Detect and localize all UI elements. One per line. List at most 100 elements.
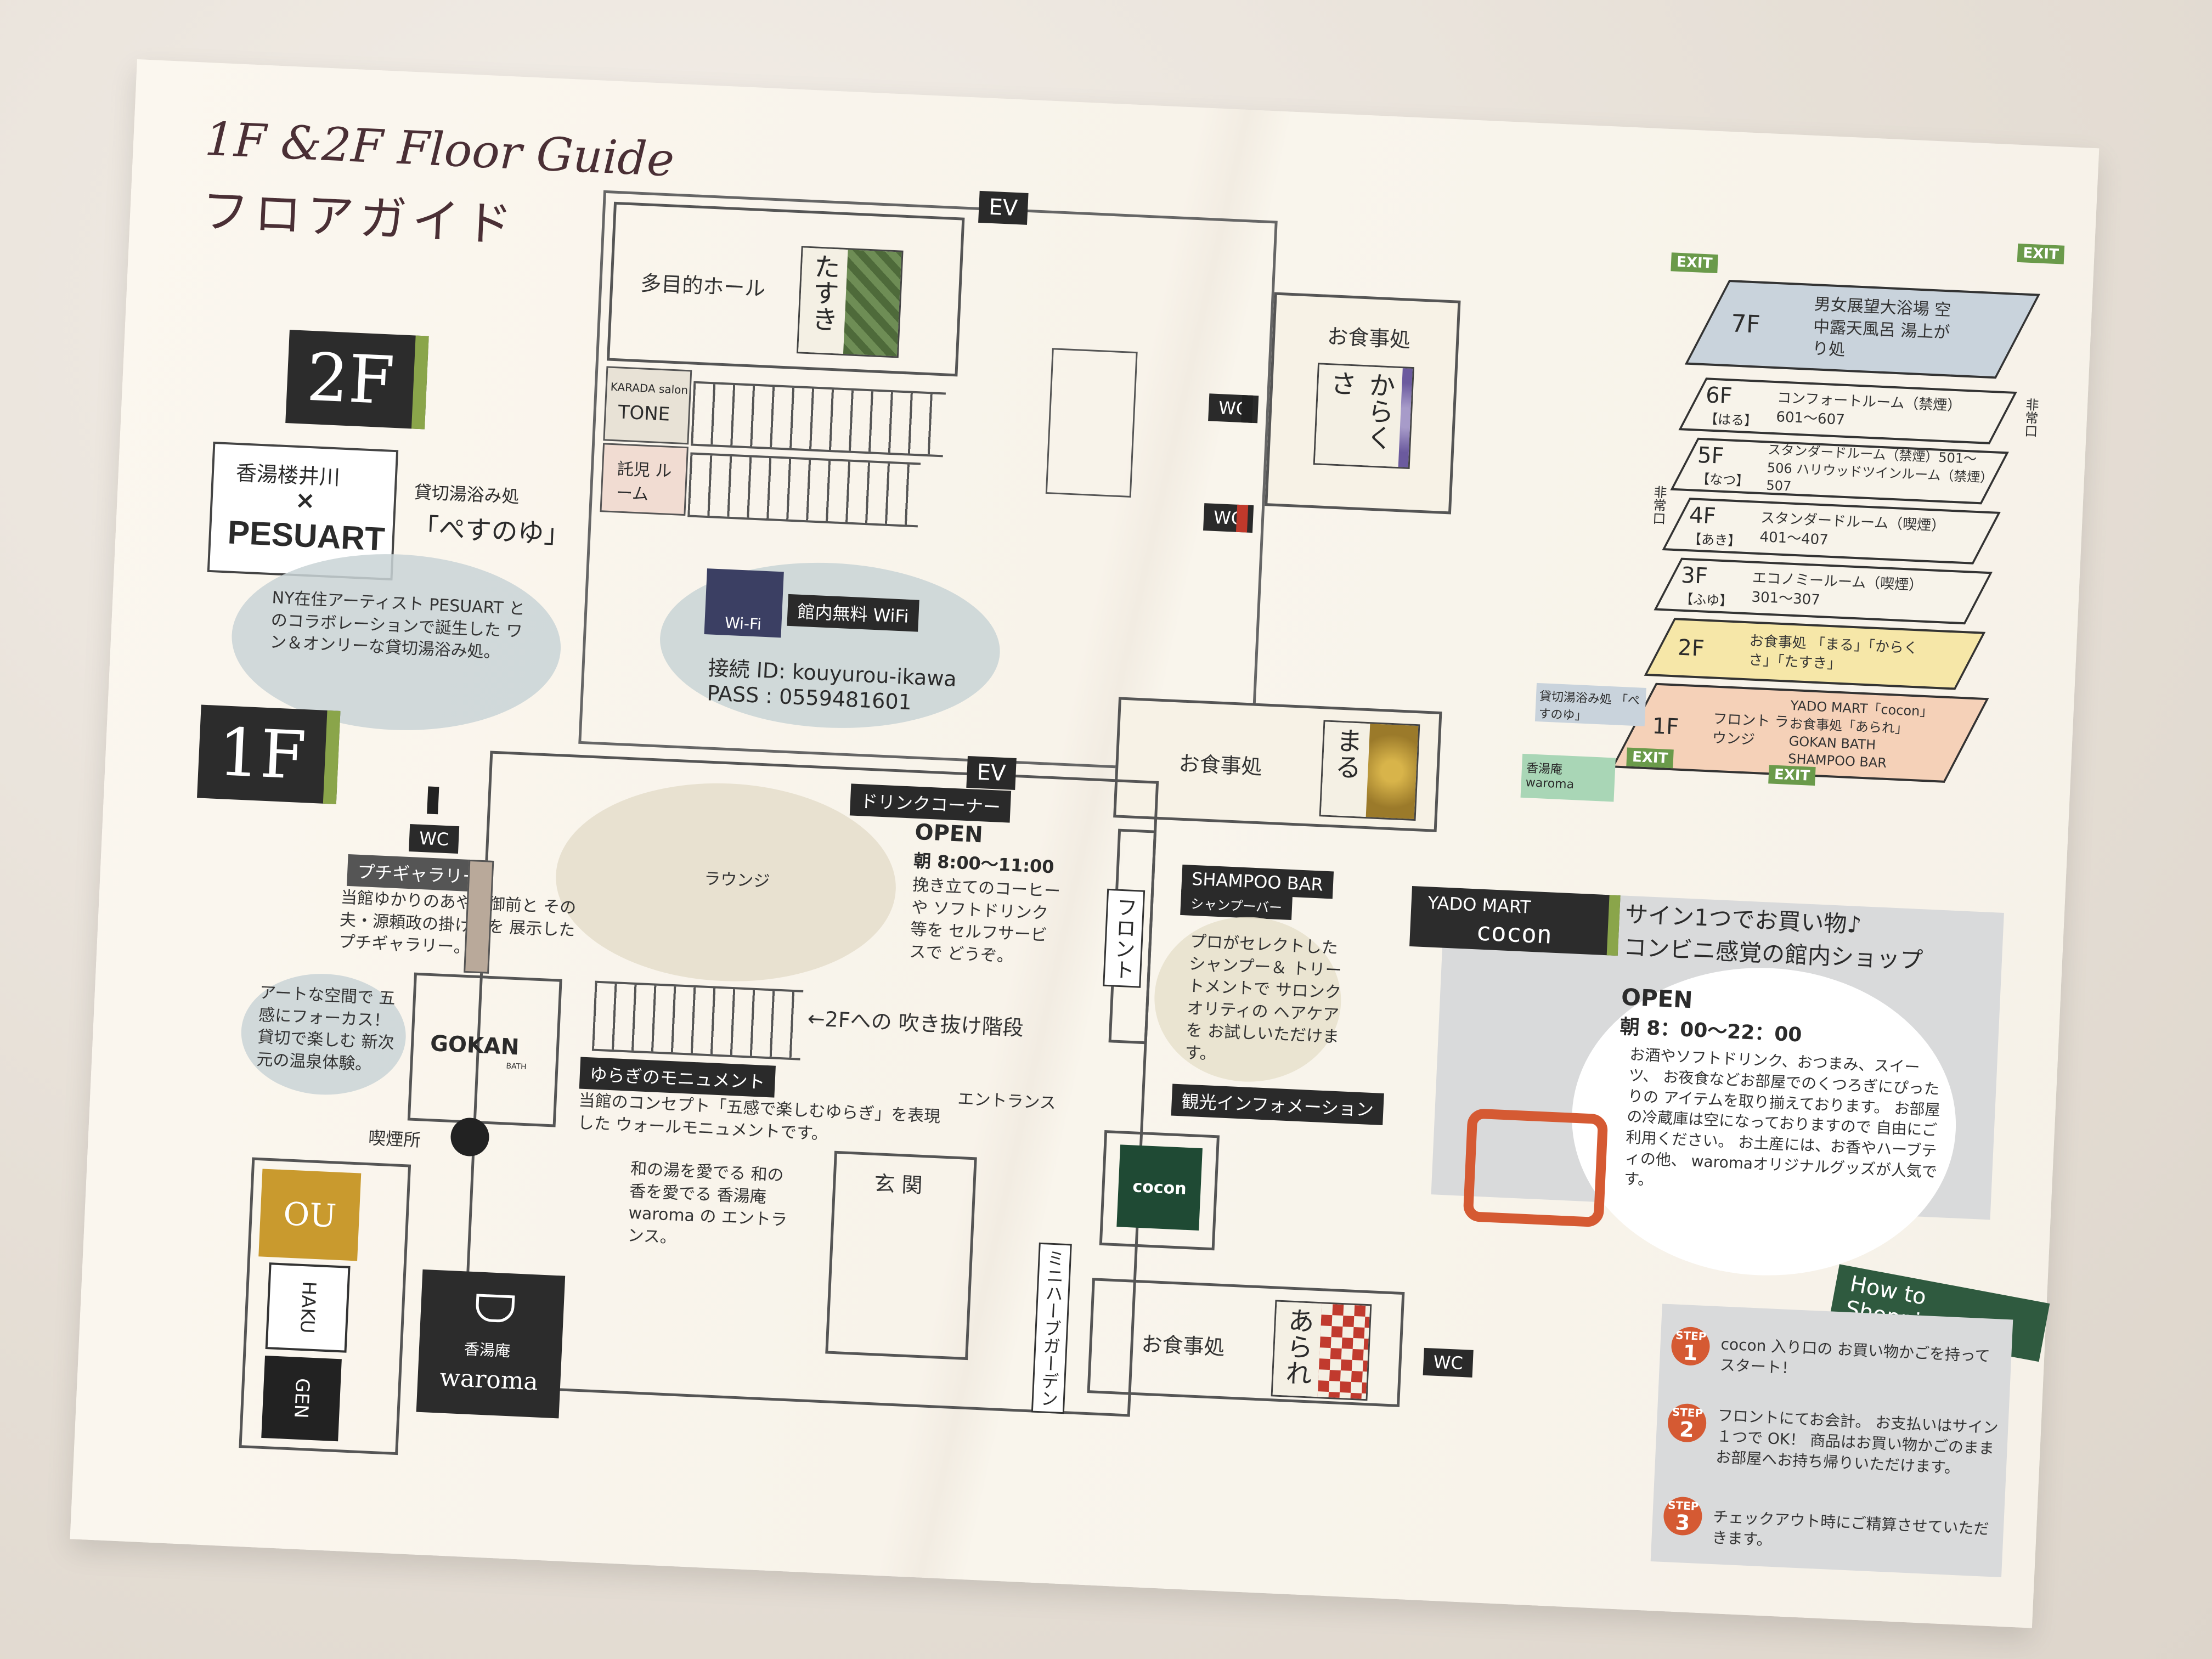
layer-7f-desc: 男女展望大浴場 空中露天風呂 湯上がり処 (1812, 295, 1951, 360)
pesunoyu-small: 貸切湯浴み処 (413, 481, 520, 507)
restroom-icon (427, 786, 439, 815)
waroma-sign: 香湯庵 waroma (416, 1269, 566, 1419)
mart-description: お酒やソフトドリンク、おつまみ、スイーツ、 お夜食などお部屋でのくつろぎにぴった… (1623, 1045, 1941, 1189)
mart-brand-name: cocon (1475, 916, 1553, 950)
emergency-exit-right: 非常口 (2022, 397, 2039, 438)
basket-icon (1463, 1108, 1609, 1228)
dining-mid-label: お食事処 (1178, 751, 1263, 780)
layer-2f: 2F お食事処 「まる」「からくさ」「たすき」 (1644, 618, 1986, 690)
layer-2f-desc: お食事処 「まる」「からくさ」「たすき」 (1748, 633, 1918, 673)
exit-tag-bottom: EXIT (1768, 765, 1816, 786)
layer-6f: 6F【はる】 コンフォートルーム（禁煙） 601〜607 (1678, 377, 2017, 444)
layer-4f-label: 4F (1689, 502, 1717, 529)
layer-6f-sub: 【はる】 (1704, 410, 1758, 429)
layer-5f-label: 5F (1697, 442, 1725, 469)
gokan-small: BATH (506, 1062, 527, 1072)
wifi-title: 館内無料 WiFi (787, 594, 919, 632)
exit-tag-bottom-left: EXIT (1626, 747, 1674, 769)
gokan-logo: GOKAN (430, 1031, 520, 1060)
shampoo-description: プロがセレクトした シャンプー＆ トリートメントで サロンクオリティの ヘアケア… (1184, 932, 1342, 1064)
genkan-room: 玄 関 (825, 1150, 977, 1361)
entrance-label: エントランス (957, 1089, 1057, 1113)
pesunoyu-heading: 「ぺすのゆ」 (411, 512, 571, 550)
dining-maru: お食事処 まる (1113, 697, 1442, 832)
ev-1f: EV (966, 755, 1017, 790)
collab-description: NY在住アーティスト PESUART とのコラボレーションで誕生した ワン＆オン… (269, 588, 526, 663)
step-1-num: 1 (1682, 1340, 1699, 1365)
mart-open: OPEN (1621, 983, 1694, 1014)
arare-sign: あられ (1271, 1300, 1372, 1401)
karakusa-sign: からくさ (1313, 363, 1414, 469)
nursery-label: 託児 ルーム (616, 459, 673, 505)
gokan-bath-room: GOKAN BATH (407, 972, 562, 1127)
tasuki-sign: たすき (796, 246, 904, 358)
floor-guide-paper: 1F &2F Floor Guide フロアガイド 2F 香湯楼井川 × PES… (70, 59, 2100, 1628)
tasuki-pattern (843, 250, 902, 357)
step-2-text: フロントにてお会計。 お支払いはサイン１つで OK！ 商品はお買い物かごのまま … (1715, 1406, 1999, 1477)
nursery-room: 託児 ルーム (600, 443, 689, 516)
ev-2f: EV (978, 190, 1029, 225)
dining-karakusa: お食事処 からくさ (1265, 292, 1461, 515)
cocon-logo: cocon (1116, 1144, 1203, 1231)
layer-3f-sub: 【ふゆ】 (1679, 591, 1733, 609)
haku-sign: HAKU (265, 1262, 351, 1353)
layer-7f-label: 7F (1730, 309, 1761, 339)
exit-tag-left: EXIT (1671, 252, 1719, 274)
staircase-2f-top (691, 381, 946, 458)
layer-1f-desc: YADO MART「cocon」 お食事処「あられ」 GOKAN BATH SH… (1787, 698, 1933, 771)
pesunoyu-layer: 貸切湯浴み処 「ぺすのゆ」 (1534, 682, 1646, 726)
layer-6f-label: 6F (1705, 382, 1733, 409)
layer-5f-desc: スタンダードルーム（禁煙）501〜506 ハリウッドツインルーム（禁煙）507 (1765, 442, 1987, 494)
lounge-label: ラウンジ (703, 869, 770, 891)
cross-mark: × (294, 486, 316, 515)
layer-4f: 4F【あき】 スタンダードルーム（喫煙） 401〜407 (1662, 498, 2001, 565)
waroma-text: waroma (439, 1363, 539, 1396)
arare-label: あられ (1272, 1301, 1322, 1397)
gallery-description: 当館ゆかりのあやめ御前と その夫・源頼政の掛け軸を 展示したプチギャラリー。 (338, 888, 577, 958)
tasuki-label: たすき (798, 247, 848, 354)
gen-sign: GEN (261, 1356, 342, 1442)
multipurpose-hall: 多目的ホール たすき (606, 201, 965, 377)
maru-pattern (1365, 724, 1419, 820)
waroma-layer: 香湯庵 waroma (1520, 753, 1616, 802)
genkan-label: 玄 関 (873, 1171, 923, 1198)
front-label: フロント (1103, 888, 1146, 988)
drink-open: OPEN (914, 819, 984, 848)
pesuart-logo: PESUART (227, 514, 386, 558)
step-3-num: 3 (1674, 1510, 1691, 1536)
layer-1f-label: 1F (1651, 713, 1680, 740)
ou-sign: OU (258, 1169, 362, 1261)
arare-pattern (1317, 1304, 1370, 1400)
waroma-jp: 香湯庵 (464, 1340, 511, 1361)
drink-description: 挽き立てのコーヒーや ソフトドリンク等を セルフサービスで どうぞ。 (909, 875, 1061, 966)
teacup-icon (475, 1294, 515, 1323)
staircase-1f (591, 980, 804, 1060)
karada-salon: KARADA salon TONE (603, 366, 692, 445)
layer-3f-desc: エコノミールーム（喫煙） 301〜307 (1751, 569, 1923, 609)
karakusa-label: からくさ (1314, 364, 1403, 467)
layer-4f-desc: スタンダードルーム（喫煙） 401〜407 (1759, 510, 1946, 549)
dining-top-label: お食事処 (1327, 324, 1412, 352)
emergency-exit-left: 非常口 (1650, 485, 1667, 526)
step-2-num: 2 (1679, 1417, 1695, 1442)
layer-1f-mid: フロント ラウンジ (1712, 710, 1790, 749)
kouyurou-logo: 香湯楼井川 (235, 460, 341, 490)
gallery-wall (464, 859, 494, 974)
waroma-description: 和の湯を愛でる 和の香を愛でる 香湯庵 waroma の エントランス。 (627, 1159, 788, 1248)
dining-arare-label: お食事処 (1141, 1331, 1226, 1360)
floor-badge-1f: 1F (197, 704, 341, 804)
mart-brand-small: YADO MART (1427, 892, 1532, 918)
wc-1f-right: WC (1423, 1347, 1474, 1378)
layer-3f-label: 3F (1680, 562, 1708, 589)
karada-label: TONE (617, 401, 670, 426)
table-area-2f (1045, 348, 1138, 498)
layer-2f-label: 2F (1677, 635, 1705, 662)
layer-7f: 7F 男女展望大浴場 空中露天風呂 湯上がり処 (1684, 280, 2041, 379)
shampoo-tag-jp: シャンプーバー (1180, 889, 1293, 921)
layer-5f: 5F【なつ】 スタンダードルーム（禁煙）501〜506 ハリウッドツインルーム（… (1670, 437, 2009, 505)
layer-3f: 3F 【ふゆ】 エコノミールーム（喫煙） 301〜307 (1654, 557, 1993, 625)
dining-arare: お食事処 あられ (1087, 1278, 1405, 1407)
title-japanese: フロアガイド (200, 183, 519, 253)
female-icon (1235, 504, 1249, 533)
tourist-info-tag: 観光インフォメーション (1171, 1084, 1385, 1126)
